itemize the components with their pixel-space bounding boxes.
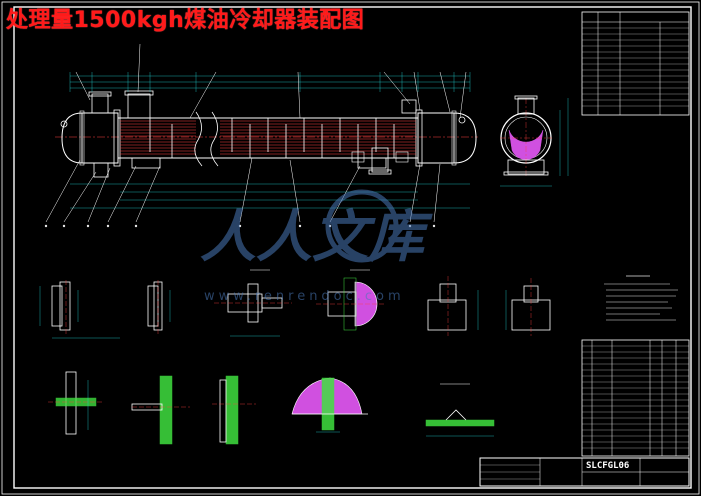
detail-view-2 [147,280,171,334]
nozzle-bottom-right [371,147,389,173]
detail-view-stud [427,276,479,336]
baffles [149,118,395,158]
nozzle-top-left [91,93,109,114]
nozzle-bottom-left [93,162,109,178]
detail-view-1 [39,280,120,339]
detail-view-flange-section [316,269,384,331]
technical-data-table [581,11,690,116]
weld-detail-5 [425,383,495,437]
watermark: 人人文库 www.renrendoc.com [200,189,433,304]
right-channel [417,112,455,164]
technical-notes [604,275,678,321]
detail-view-lug [505,278,551,336]
weld-detail-1 [48,371,104,435]
inner-frame [13,6,692,489]
weld-detail-3 [212,375,256,445]
right-head [453,112,477,164]
detail-view-nozzle [214,269,292,337]
watermark-url: www.renrendoc.com [204,289,405,304]
title-block: SLCFGL06 [479,457,690,487]
left-head [61,112,83,164]
drawing-title: 处理量1500kgh煤油冷却器装配图 [6,8,365,33]
weld-detail-4 [291,377,368,433]
exchanger-elevation-view [44,43,478,228]
parts-list [581,339,690,457]
nozzle-top-shell [127,93,151,119]
saddle-left [131,157,161,169]
left-channel [81,112,119,164]
nozzle-top-right [401,99,417,114]
weld-detail-2 [131,375,190,445]
saddle-right [357,157,387,169]
drawing-number: SLCFGL06 [586,461,629,471]
exchanger-end-view [500,95,569,187]
watermark-text: 人人文库 [200,204,433,270]
